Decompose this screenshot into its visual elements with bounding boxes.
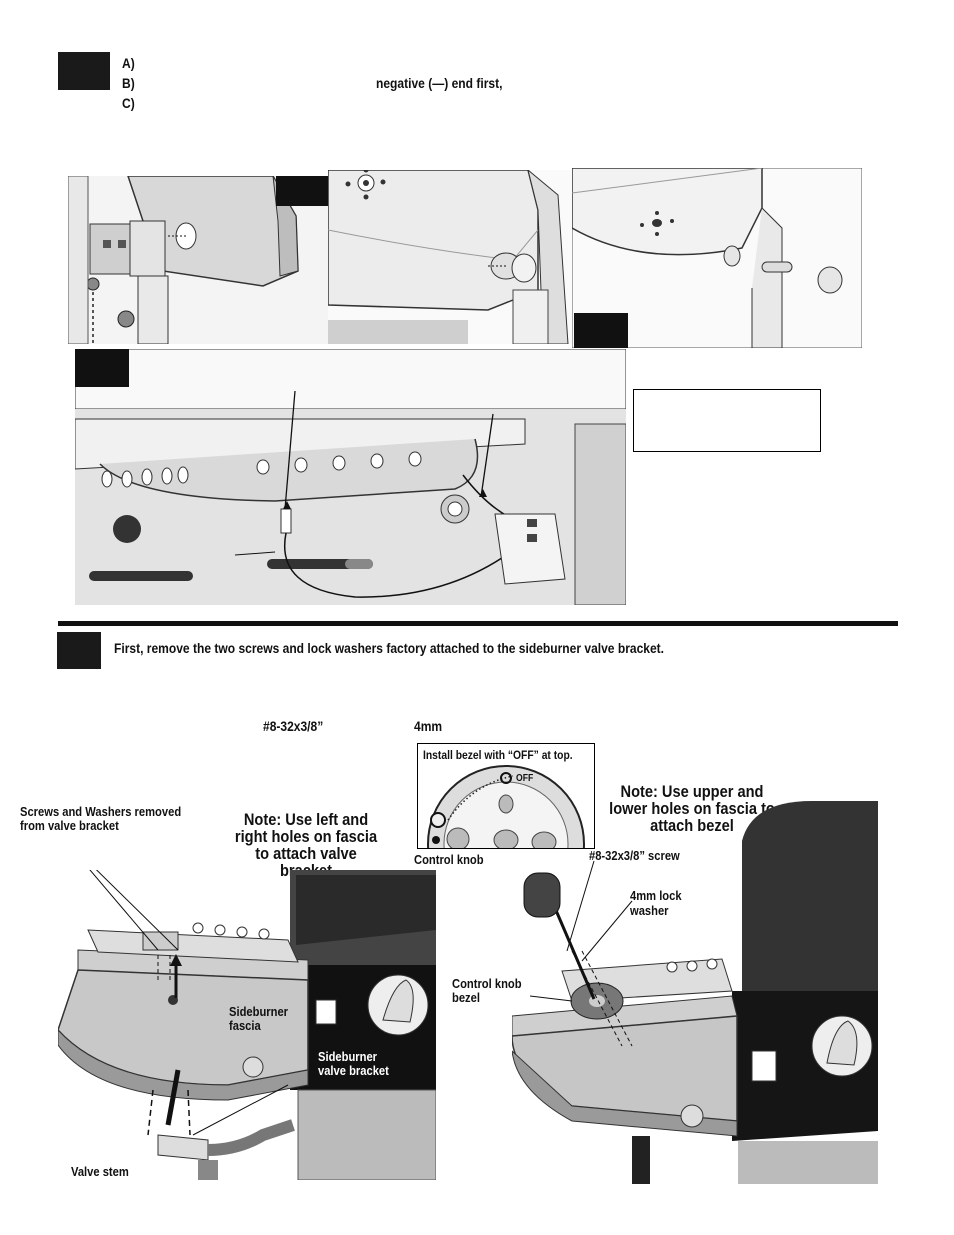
bezel-inset-caption: Install bezel with “OFF” at top.	[423, 748, 573, 762]
battery-panel-2	[328, 170, 573, 344]
step-item-b-marker: B)	[122, 75, 135, 91]
wiring-panel	[75, 349, 626, 605]
screws-washers-label: Screws and Washers removed from valve br…	[20, 804, 182, 833]
valve-bracket-label: Sideburner valve bracket	[318, 1049, 389, 1078]
left-note: Note: Use left and right holes on fascia…	[234, 810, 378, 879]
section-divider	[58, 621, 898, 626]
bezel-inset-off: OFF	[516, 773, 534, 784]
screw-label: #8-32x3/8” screw	[589, 848, 680, 863]
step-item-a-marker: A)	[122, 55, 135, 71]
flame-icon	[430, 812, 446, 828]
sideburner-fascia-label: Sideburner fascia	[229, 1004, 289, 1033]
valve-stem-label: Valve stem	[71, 1164, 129, 1179]
bezel-label: Control knob bezel	[452, 976, 522, 1005]
off-icon	[500, 772, 512, 784]
washer-spec: 4mm	[414, 718, 443, 734]
right-note: Note: Use upper and lower holes on fasci…	[609, 782, 775, 835]
step-item-b-text: negative (—) end first,	[376, 75, 503, 91]
control-knob-label: Control knob	[414, 852, 484, 867]
left-sideburner-illustration	[58, 870, 436, 1180]
right-sideburner-illustration	[512, 801, 878, 1184]
screw-spec: #8-32x3/8”	[263, 718, 324, 734]
battery-panel-1	[68, 176, 330, 344]
step-item-c-marker: C)	[122, 95, 135, 111]
step-instruction: First, remove the two screws and lock wa…	[114, 640, 665, 656]
step-badge-top	[58, 52, 110, 90]
callout-box	[633, 389, 821, 452]
step-badge-bottom	[57, 632, 101, 669]
bezel-inset: Install bezel with “OFF” at top. OFF	[417, 743, 595, 849]
lock-washer-label: 4mm lock washer	[630, 888, 682, 918]
battery-panel-3	[572, 168, 862, 348]
